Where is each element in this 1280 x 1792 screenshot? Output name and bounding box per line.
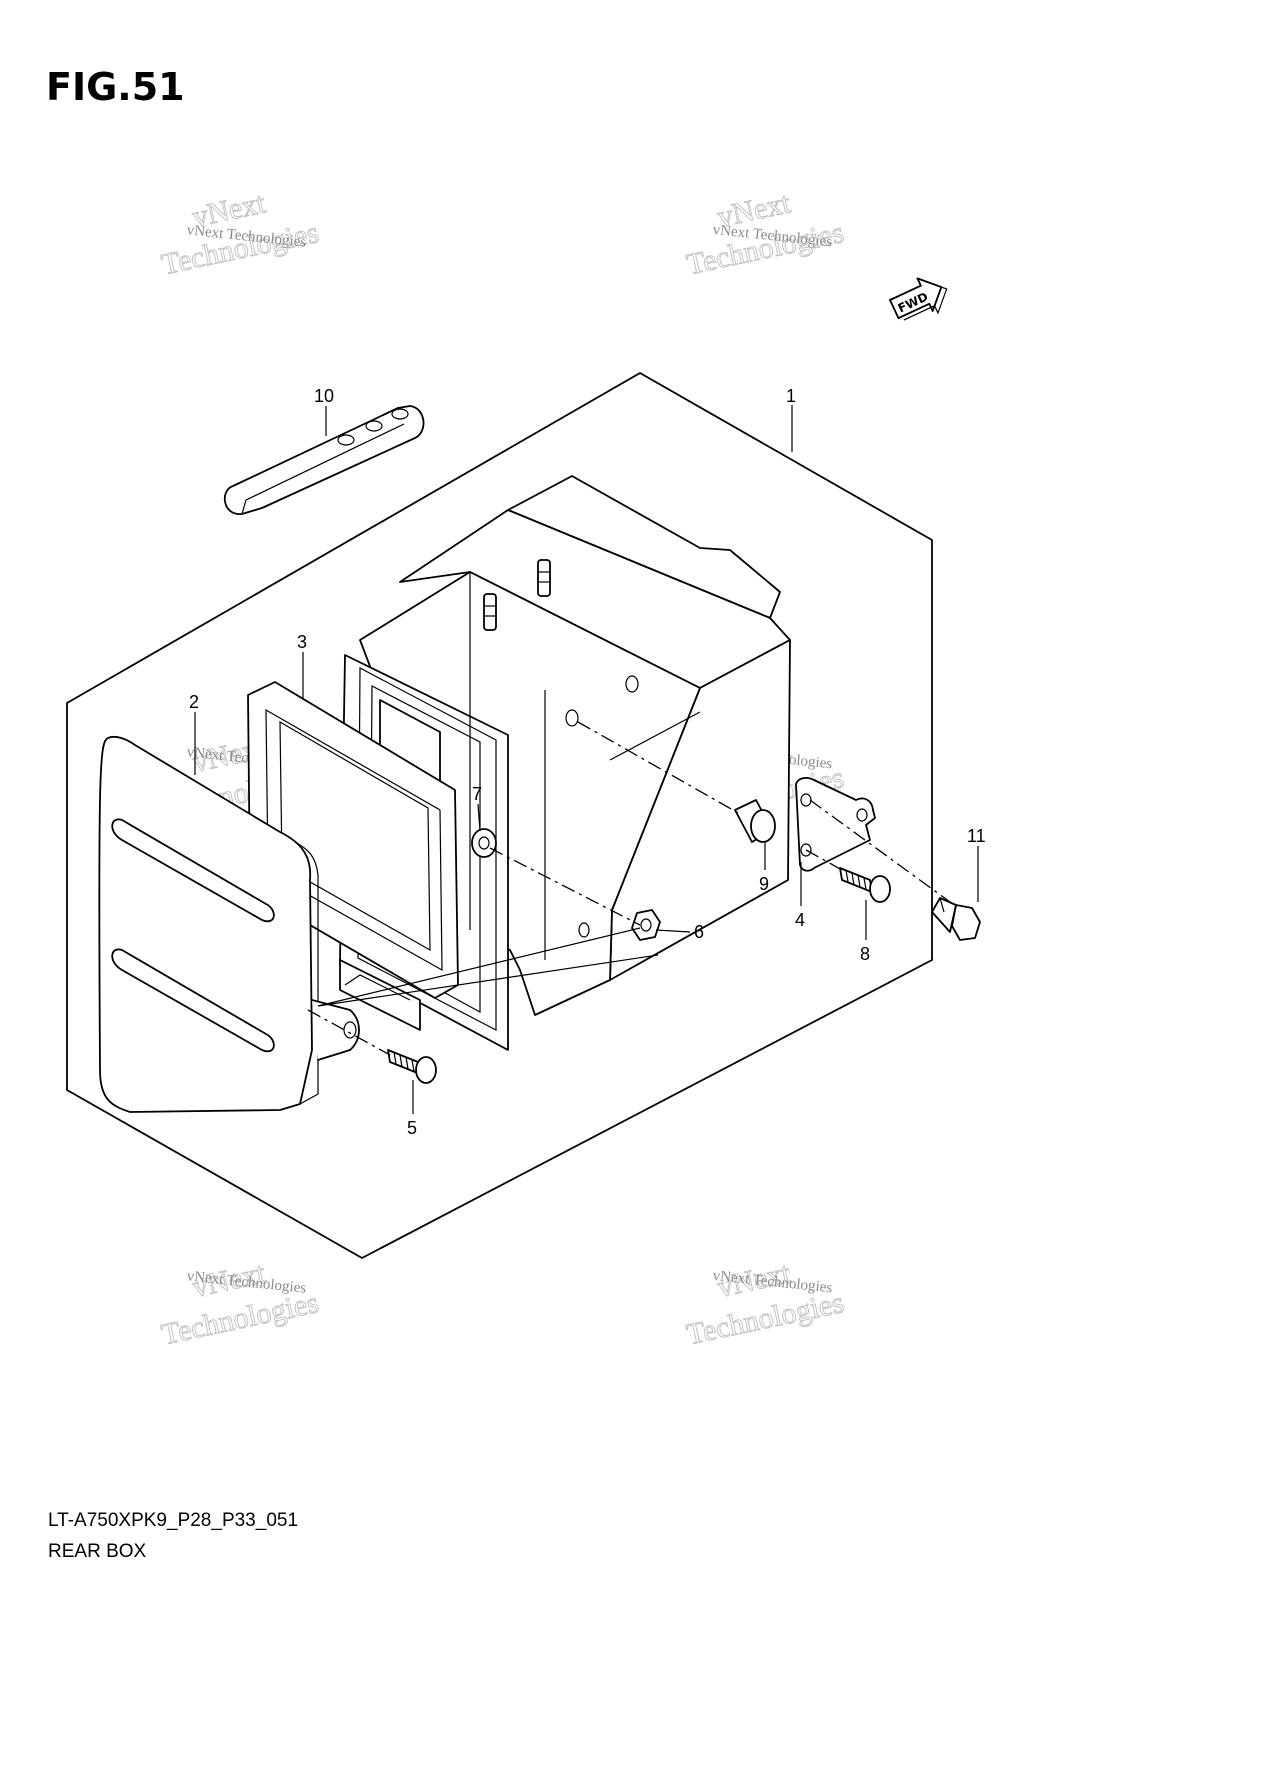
leader-6	[655, 929, 691, 933]
leader-7	[477, 803, 481, 832]
axis-5	[307, 1009, 391, 1056]
callout-11: 11	[967, 826, 986, 846]
axis-8	[805, 849, 843, 871]
nut-6-guide	[317, 927, 659, 1007]
fwd-badge: FWD	[889, 277, 948, 321]
caption-model-code: LT-A750XPK9_P28_P33_051	[48, 1510, 298, 1531]
callout-10: 10	[314, 386, 334, 406]
caption-name: REAR BOX	[48, 1541, 147, 1562]
watermark-word-technologies: Technologies	[684, 1286, 847, 1351]
callout-9: 9	[759, 874, 769, 894]
axis-11	[809, 799, 951, 903]
callout-8: 8	[860, 944, 870, 964]
part-5-screw	[387, 1049, 437, 1084]
callout-7: 7	[472, 784, 482, 804]
part-11-bolt	[931, 897, 981, 941]
part-9-bushing	[734, 799, 776, 843]
callout-1: 1	[786, 386, 796, 406]
watermark-top-left: vNext Technologies vNext Technologies	[158, 186, 322, 282]
part-2-lid	[98, 735, 360, 1113]
watermark-top-right: vNext Technologies vNext Technologies	[683, 186, 847, 282]
watermark-bottom-left: vNext Technologies vNext Technologies	[158, 1256, 322, 1352]
callout-4: 4	[795, 910, 805, 930]
callout-2: 2	[189, 692, 199, 712]
axis-9	[577, 721, 741, 815]
forward-arrow-icon	[889, 277, 943, 320]
part-4-bracket	[795, 777, 876, 872]
part-10-strap	[223, 405, 425, 515]
part-8-screw	[839, 867, 891, 903]
callout-5: 5	[407, 1118, 417, 1138]
part-6-nut	[631, 909, 661, 941]
watermark-bottom-right: vNext Technologies vNext Technologies	[683, 1256, 847, 1352]
callout-3: 3	[297, 632, 307, 652]
figure-title: FIG.51	[46, 65, 185, 109]
part-7-grommet	[471, 828, 497, 858]
assembly-frame	[66, 372, 933, 1259]
axis-6-7	[489, 847, 641, 926]
callout-6: 6	[694, 922, 704, 942]
